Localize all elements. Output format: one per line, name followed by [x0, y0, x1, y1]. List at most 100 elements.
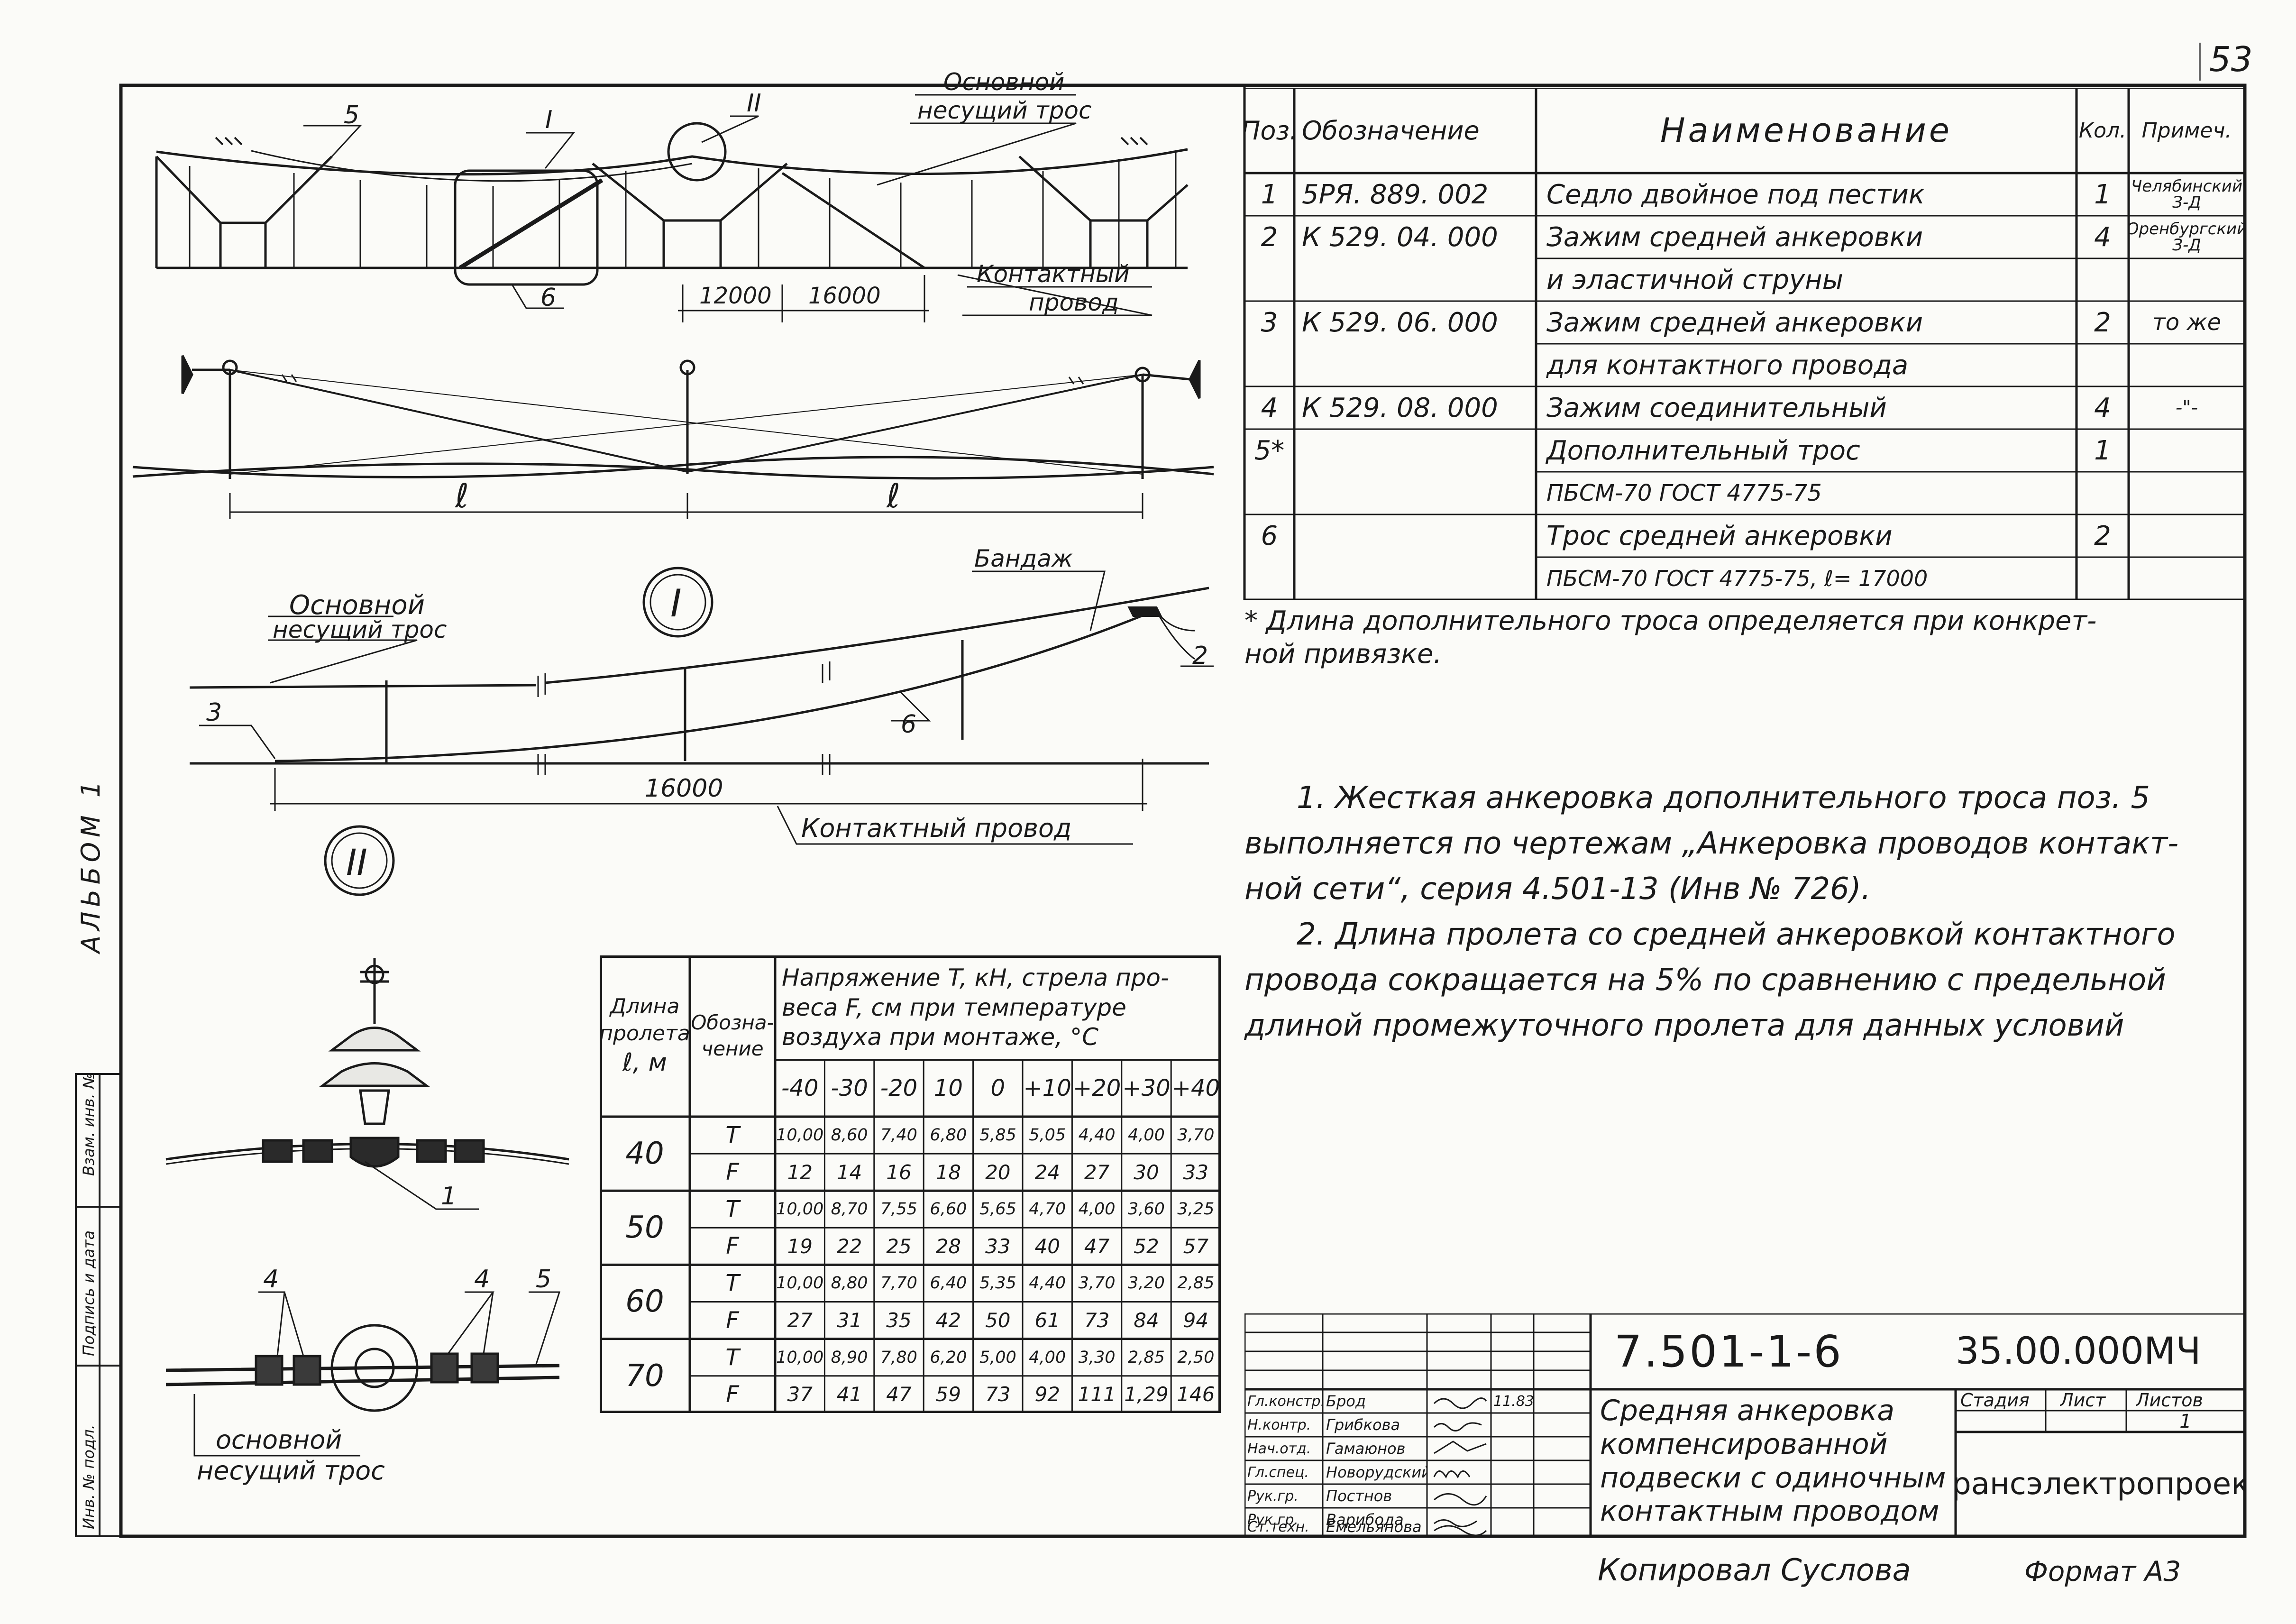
table-cell: 111	[1078, 1383, 1116, 1406]
note-line-4: 2. Длина пролета со средней анкеровкой к…	[1297, 917, 2176, 952]
stage-label: Стадия	[1960, 1389, 2030, 1411]
tension-table: Длина пролета ℓ, м Обозна- чение Напряже…	[600, 955, 1221, 1413]
company-name: Трансэлектропроект	[1956, 1467, 2245, 1502]
sheet-frame	[119, 83, 2247, 1538]
table-cell: 7,55	[880, 1200, 917, 1219]
detail-I-dim-16000: 16000	[645, 774, 723, 803]
table-cell: 20	[985, 1160, 1011, 1184]
table-cell: 8,90	[831, 1348, 868, 1367]
span-length: 70	[625, 1358, 664, 1394]
note-line-6: длиной промежуточного пролета для данных…	[1244, 1008, 2124, 1043]
signature-role: Н.контр.	[1247, 1416, 1311, 1433]
spec-row-6-pos: 4	[1261, 392, 1278, 423]
tension-head-main-1: Напряжение T, кН, стрела про-	[782, 964, 1170, 992]
table-cell: 5,00	[979, 1348, 1016, 1367]
plan-span-left: ℓ	[455, 477, 469, 515]
note-line-5: провода сокращается на 5% по сравнению с…	[1244, 963, 2166, 998]
temperature-header: 0	[990, 1075, 1006, 1101]
detail-I-pos-3: 3	[206, 698, 222, 727]
table-cell: 7,80	[880, 1348, 917, 1367]
spec-row-2-pos: 2	[1261, 221, 1278, 253]
table-cell: 33	[1183, 1160, 1209, 1184]
table-cell: 24	[1034, 1160, 1060, 1184]
spec-row-9-name: Трос средней анкеровки	[1546, 520, 1893, 551]
elev-pos-6: 6	[540, 284, 556, 312]
elev-main-cable-1: Основной	[943, 68, 1064, 96]
spec-footnote-line-2: ной привязке.	[1244, 639, 1442, 670]
page-number: 53	[2209, 39, 2253, 79]
signature-name: Брод	[1326, 1392, 1366, 1410]
row-symbol: T	[725, 1122, 740, 1149]
tension-head-desig-1: Обозна-	[691, 1011, 774, 1035]
table-cell: 146	[1177, 1383, 1215, 1406]
detail-I-pos-2: 2	[1192, 642, 1208, 670]
table-cell: 7,40	[880, 1126, 917, 1145]
detail-II-pos-4a: 4	[263, 1265, 279, 1294]
table-cell: 4,00	[1029, 1348, 1066, 1367]
row-symbol: T	[725, 1196, 740, 1223]
table-cell: 12	[787, 1160, 813, 1184]
table-cell: 6,40	[930, 1274, 967, 1293]
row-symbol: T	[725, 1270, 740, 1297]
spec-row-1-name: Седло двойное под пестик	[1546, 179, 1925, 210]
detail-II-pos-4b: 4	[474, 1265, 490, 1294]
table-cell: 4,00	[1078, 1200, 1116, 1219]
table-cell: 35	[886, 1309, 912, 1332]
tension-head-desig-2: чение	[701, 1037, 764, 1060]
spec-table: Поз. Обозначение Наименование Кол. Приме…	[1244, 88, 2245, 600]
spec-header-designation: Обозначение	[1302, 115, 1480, 146]
table-cell: 2,85	[1128, 1348, 1165, 1367]
elevation-view	[155, 94, 1189, 322]
detail-I-pos-6: 6	[901, 710, 916, 739]
spec-row-9-pos: 6	[1261, 520, 1278, 551]
signatures	[1433, 1397, 1487, 1536]
plan-view	[132, 355, 1214, 519]
tension-head-span-3: ℓ, м	[622, 1048, 667, 1077]
temperature-header: -20	[880, 1075, 918, 1101]
detail-II-view	[165, 825, 569, 1457]
table-cell: 22	[836, 1234, 862, 1258]
row-symbol: F	[726, 1381, 739, 1408]
table-cell: 40	[1034, 1234, 1060, 1258]
signature-name: Гамаюнов	[1326, 1440, 1406, 1458]
tension-head-span-2: пролета	[600, 1021, 690, 1046]
temperature-header: -30	[831, 1075, 868, 1101]
table-cell: 94	[1183, 1309, 1209, 1332]
drawing-title-line-3: подвески с одиночным	[1600, 1461, 1946, 1495]
table-cell: 3,20	[1128, 1274, 1165, 1293]
table-cell: 3,30	[1078, 1348, 1116, 1367]
side-stamp-1: Взам. инв. №	[80, 1073, 98, 1176]
detail-I-main-cable-2: несущий трос	[273, 616, 447, 643]
table-cell: 4,70	[1029, 1200, 1066, 1219]
temperature-header: +40	[1171, 1075, 1220, 1101]
table-cell: 31	[836, 1309, 862, 1332]
spec-row-2-designation: К 529. 04. 000	[1302, 221, 1498, 253]
row-symbol: T	[725, 1344, 740, 1371]
spec-header-pos: Поз.	[1244, 115, 1294, 146]
spec-row-6-name: Зажим соединительный	[1546, 392, 1887, 423]
elev-pos-5: 5	[344, 101, 359, 129]
row-symbol: F	[726, 1159, 739, 1186]
drawing-code: 7.501-1-6	[1614, 1326, 1843, 1377]
signature-role: Нач.отд.	[1247, 1440, 1311, 1457]
table-cell: 6,60	[930, 1200, 967, 1219]
spec-row-4-qty: 2	[2094, 307, 2111, 338]
spec-row-7-qty: 1	[2094, 435, 2111, 466]
spec-row-6-designation: К 529. 08. 000	[1302, 392, 1498, 423]
table-cell: 2,85	[1177, 1274, 1215, 1293]
table-cell: 50	[985, 1309, 1011, 1332]
table-cell: 33	[985, 1234, 1011, 1258]
elev-main-cable-2: несущий трос	[917, 97, 1091, 124]
table-cell: 30	[1134, 1160, 1159, 1184]
elev-dim-16000: 16000	[808, 283, 881, 309]
signature-role: Рук.гр.	[1247, 1511, 1299, 1528]
table-cell: 7,70	[880, 1274, 917, 1293]
detail-II-pos-1: 1	[441, 1182, 457, 1211]
table-cell: 73	[1084, 1309, 1110, 1332]
detail-II-main-cable-1: основной	[216, 1425, 342, 1455]
table-cell: 42	[935, 1309, 961, 1332]
table-cell: 52	[1134, 1234, 1159, 1258]
detail-I-contact-wire: Контактный провод	[801, 813, 1071, 843]
row-symbol: F	[726, 1307, 739, 1334]
